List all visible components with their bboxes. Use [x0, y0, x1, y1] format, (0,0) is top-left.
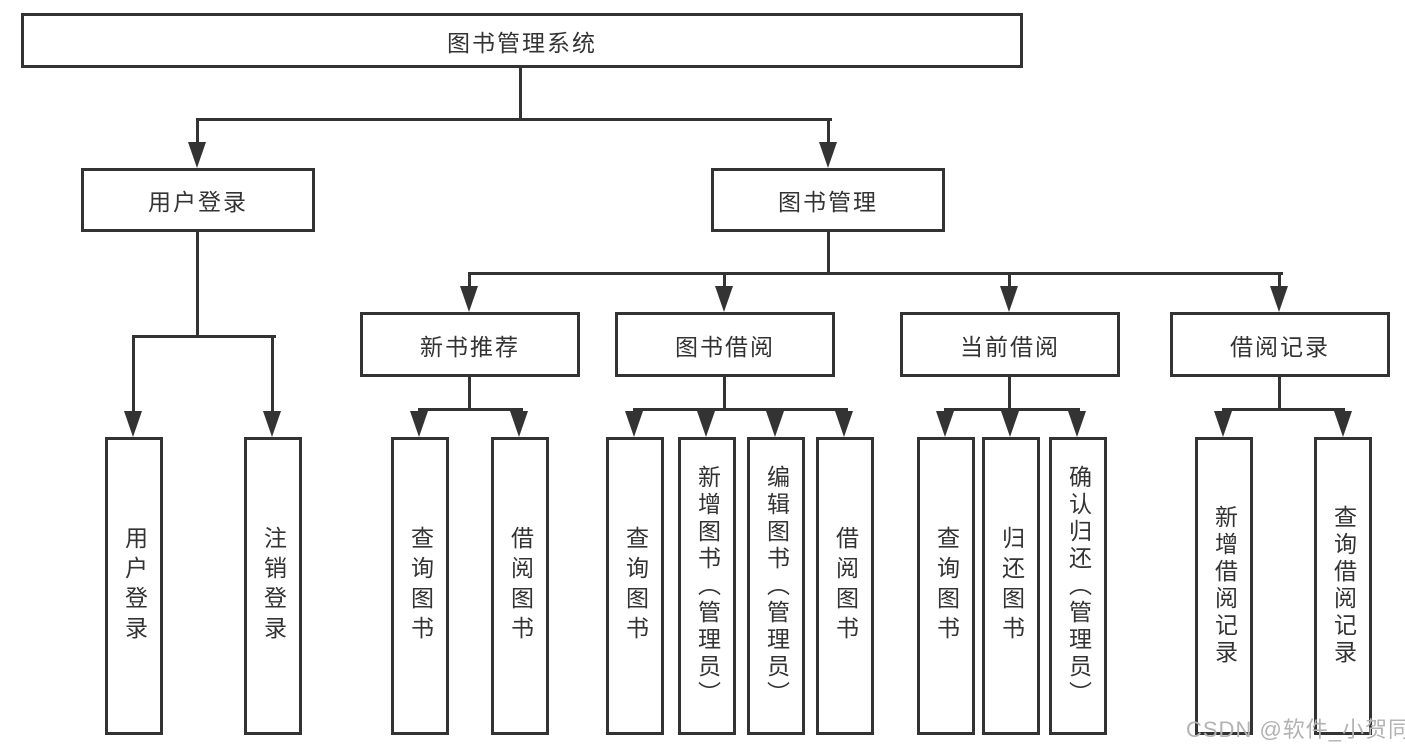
arrow-down-icon: [697, 411, 715, 437]
leaf-query-books-1: 查询图书: [391, 437, 449, 735]
leaf-confirm-return-admin: 确认归还（管理员）: [1049, 437, 1107, 735]
leaf-logout: 注销登录: [244, 437, 302, 735]
leaf-add-books-admin: 新增图书（管理员）: [678, 437, 736, 735]
leaf-query-borrow-record: 查询借阅记录: [1314, 437, 1372, 735]
connector-drop-logout-leaf: [271, 335, 274, 415]
node-book-management: 图书管理: [711, 168, 945, 232]
connector-user-login-stem: [196, 230, 199, 337]
leaf-add-borrow-record: 新增借阅记录: [1195, 437, 1253, 735]
arrow-down-icon: [263, 411, 281, 437]
arrow-down-icon: [936, 411, 954, 437]
arrow-down-icon: [1334, 411, 1352, 437]
arrow-down-icon: [1068, 411, 1086, 437]
connector-rail-level3: [469, 272, 1283, 275]
node-library-system-root: 图书管理系统: [21, 13, 1023, 68]
leaf-return-books: 归还图书: [982, 437, 1040, 735]
arrow-down-icon: [510, 411, 528, 437]
connector-drop-book-borrow: [723, 272, 726, 290]
arrow-down-icon: [819, 142, 837, 168]
arrow-down-icon: [188, 142, 206, 168]
connector-rail-book-borrow: [634, 408, 848, 411]
arrow-down-icon: [1270, 286, 1288, 312]
connector-drop-current-borrow: [1008, 272, 1011, 290]
node-new-book-recommend: 新书推荐: [360, 312, 580, 377]
connector-drop-borrow-records: [1278, 272, 1281, 290]
arrow-down-icon: [124, 411, 142, 437]
connector-book-management-stem: [827, 230, 830, 275]
connector-borrow-records-stem: [1278, 375, 1281, 411]
connector-rail-borrow-records: [1223, 408, 1345, 411]
arrow-down-icon: [625, 411, 643, 437]
connector-drop-user-login: [196, 118, 199, 148]
node-book-borrow: 图书借阅: [615, 312, 835, 377]
connector-rail-level2: [197, 118, 832, 121]
connector-drop-new-book: [468, 272, 471, 290]
leaf-query-books-3: 查询图书: [917, 437, 975, 735]
connector-drop-book-management: [827, 118, 830, 148]
connector-rail-current-borrow: [945, 408, 1080, 411]
csdn-watermark: CSDN @软件_小贺同学: [1186, 717, 1405, 742]
leaf-borrow-books-2: 借阅图书: [816, 437, 874, 735]
arrow-down-icon: [1001, 411, 1019, 437]
arrow-down-icon: [715, 286, 733, 312]
connector-current-borrow-stem: [1008, 375, 1011, 411]
arrow-down-icon: [460, 286, 478, 312]
arrow-down-icon: [1000, 286, 1018, 312]
connector-rail-user-login: [133, 335, 276, 338]
connector-new-book-stem: [468, 375, 471, 411]
connector-rail-new-book: [419, 408, 523, 411]
arrow-down-icon: [835, 411, 853, 437]
node-borrow-records: 借阅记录: [1170, 312, 1390, 377]
arrow-down-icon: [1214, 411, 1232, 437]
leaf-user-login: 用户登录: [105, 437, 163, 735]
node-user-login: 用户登录: [81, 168, 315, 232]
leaf-query-books-2: 查询图书: [606, 437, 664, 735]
leaf-edit-books-admin: 编辑图书（管理员）: [747, 437, 805, 735]
arrow-down-icon: [766, 411, 784, 437]
node-current-borrow: 当前借阅: [900, 312, 1120, 377]
leaf-borrow-books-1: 借阅图书: [491, 437, 549, 735]
arrow-down-icon: [410, 411, 428, 437]
connector-drop-login-leaf: [132, 335, 135, 415]
connector-book-borrow-stem: [723, 375, 726, 411]
connector-root-stem: [519, 66, 522, 121]
